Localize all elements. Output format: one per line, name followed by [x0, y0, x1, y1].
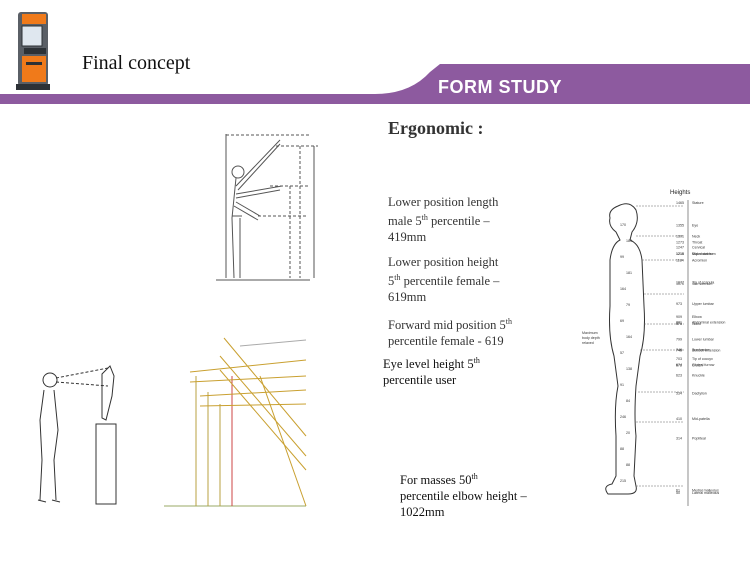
height-label: Mid-patella	[692, 417, 710, 421]
note-eye-level: Eye level height 5th percentile user	[383, 356, 480, 388]
height-label: Lateral malleolus	[692, 491, 719, 495]
width-value: 170	[620, 223, 626, 227]
viewing-angle-sketch	[164, 337, 307, 507]
height-label: Upper lumbar	[692, 302, 715, 306]
height-label: Buttock extension	[692, 348, 720, 352]
height-label: Tip of scapula	[692, 281, 714, 285]
note-lower-length: Lower position length male 5th percentil…	[388, 195, 499, 245]
height-label: Acromion	[692, 259, 707, 263]
height-value: 674	[676, 363, 682, 367]
height-value: 1215	[676, 252, 684, 256]
height-value: 1077	[676, 281, 684, 285]
height-label: Lower lumbar	[692, 337, 715, 341]
page-title: Final concept	[82, 52, 191, 74]
height-value: 881	[676, 321, 682, 325]
height-value: 973	[676, 302, 682, 306]
height-value: 745	[676, 348, 682, 352]
height-label: Gluteal furrow	[692, 363, 715, 367]
reach-sketch	[216, 134, 318, 281]
height-label: Abdominal extension	[692, 321, 725, 325]
width-value: 84	[626, 399, 630, 403]
height-value: 875	[676, 322, 682, 326]
height-label: Cervical	[692, 246, 705, 250]
width-value: 246	[620, 415, 626, 419]
height-value: 799	[676, 337, 682, 341]
height-label: Throat	[692, 240, 702, 244]
height-label: Crotch	[692, 363, 703, 367]
width-value: 181	[626, 271, 632, 275]
height-value: 748	[676, 348, 682, 352]
height-value: 703	[676, 357, 682, 361]
kiosk-image	[16, 12, 50, 90]
height-value: 909	[676, 315, 682, 319]
height-label: Elbow	[692, 315, 702, 319]
width-value: 183	[626, 239, 632, 243]
note-lower-height: Lower position height 5th percentile fem…	[388, 255, 500, 305]
width-value: 20	[626, 431, 630, 435]
height-value: 672	[676, 363, 682, 367]
svg-text:relaxed: relaxed	[582, 341, 594, 345]
height-value: 314	[676, 437, 682, 441]
height-label: Neck	[692, 235, 700, 239]
width-value: 88	[620, 447, 624, 451]
eye-level-sketch	[37, 365, 117, 505]
height-label: Eye	[692, 224, 698, 228]
anthropometric-diagram: Heights 1465 Stature 1355 Eye 1301 Neck 1273 Th…	[582, 190, 725, 506]
height-value: 1273	[676, 240, 684, 244]
width-value: 79	[626, 303, 630, 307]
width-value: 138	[626, 367, 632, 371]
height-label: Medial malleolus	[692, 489, 719, 493]
note-forward-mid: Forward mid position 5th percentile fema…	[388, 317, 512, 349]
width-value: 69	[620, 319, 624, 323]
width-value: 99	[620, 255, 624, 259]
height-label: Mid-shoulder	[692, 252, 714, 256]
width-value: 57	[620, 351, 624, 355]
svg-text:body depth: body depth	[582, 336, 600, 340]
height-value: 1247	[676, 246, 684, 250]
height-label: Knuckle	[692, 373, 705, 377]
height-value: 1216	[676, 252, 684, 256]
height-label: Trochanter	[692, 348, 710, 352]
width-value: 164	[620, 287, 626, 291]
height-value: 1070	[676, 282, 684, 286]
ergonomic-heading: Ergonomic :	[388, 118, 484, 138]
note-elbow-height: For masses 50th percentile elbow height …	[400, 472, 527, 520]
height-value: 50	[676, 491, 680, 495]
height-label: Tip of coccyx	[692, 357, 713, 361]
height-value: 410	[676, 417, 682, 421]
height-label: Supra sternum	[692, 252, 716, 256]
width-value: 164	[626, 335, 632, 339]
width-value: 91	[620, 383, 624, 387]
height-value: 1355	[676, 224, 684, 228]
banner-bar	[0, 64, 750, 104]
height-value: 61	[676, 489, 680, 493]
width-value: 88	[626, 463, 630, 467]
height-label: Dactylion	[692, 392, 707, 396]
height-value: 534	[676, 392, 682, 396]
heights-title: Heights	[670, 190, 690, 196]
height-label: Sub sternum	[692, 282, 712, 286]
height-value: 1184	[676, 259, 684, 263]
height-label: Waist	[692, 322, 701, 326]
height-label: Stature	[692, 201, 704, 205]
banner-title: FORM STUDY	[438, 77, 562, 97]
svg-text:Maximum: Maximum	[582, 331, 598, 335]
side-note: Maximum body depth relaxed	[582, 331, 600, 345]
width-value: 215	[620, 479, 626, 483]
height-value: 1301	[676, 235, 684, 239]
height-value: 1465	[676, 201, 684, 205]
height-value: 623	[676, 373, 682, 377]
height-label: Popliteal	[692, 437, 706, 441]
